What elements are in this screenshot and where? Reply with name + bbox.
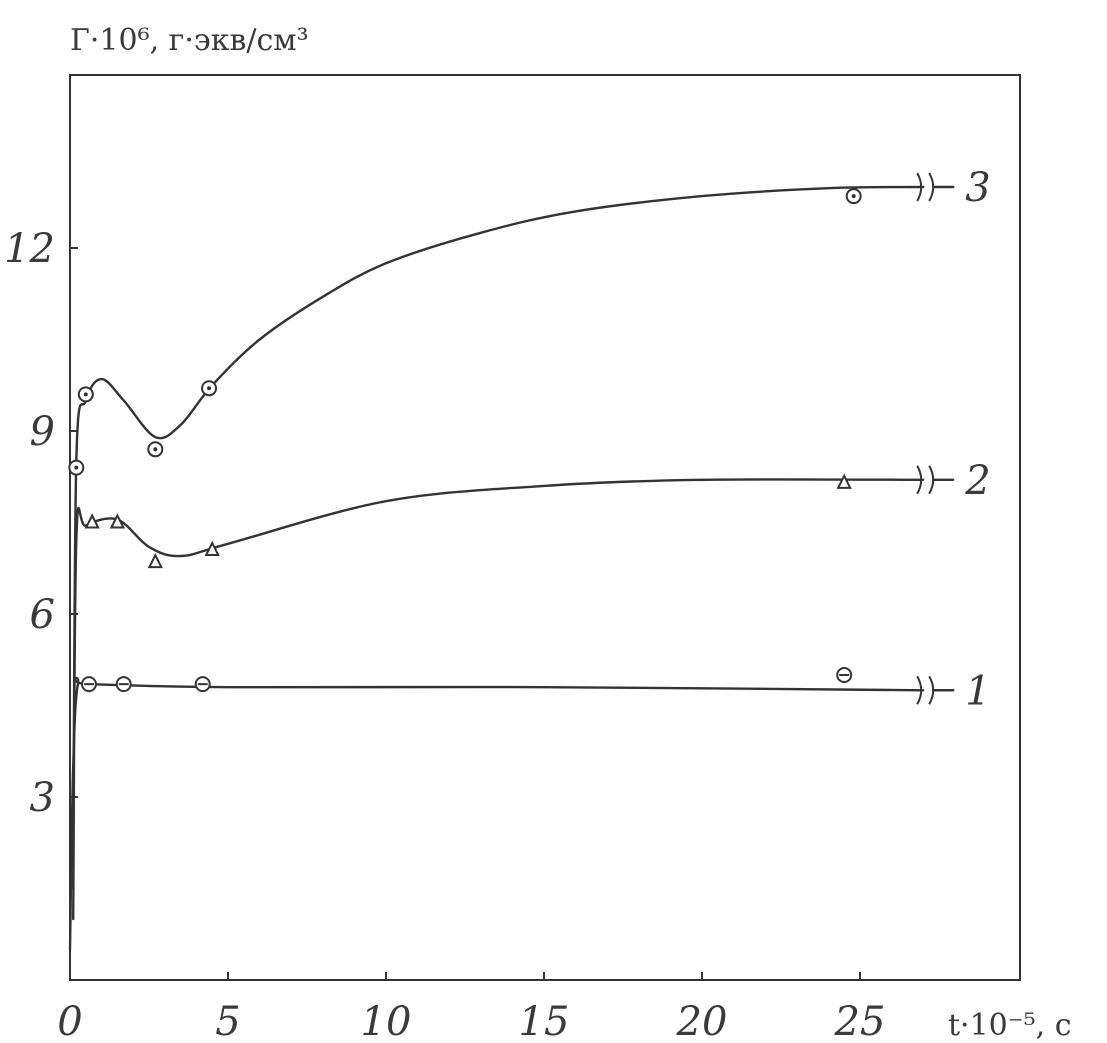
- series-2-point-3: [147, 552, 163, 569]
- axis-ticks: 0 5 10 15 20 25 3 6 9 12: [4, 226, 885, 1043]
- series-1-point-4: [836, 667, 853, 683]
- series-3-break-mark-a: [916, 172, 923, 202]
- x-axis-title: t·10⁻⁵, с: [948, 1008, 1072, 1043]
- series-3-point-5: [845, 188, 862, 205]
- series-2-point-1: [84, 513, 100, 529]
- plot-frame: [69, 74, 1021, 981]
- series-2-label: 2: [964, 458, 990, 504]
- series-2-point-5: [836, 473, 852, 489]
- series-3-point-5-dot: [851, 194, 856, 199]
- series-1-break-mark-a: [916, 675, 923, 705]
- series-labels: 1 2 3: [964, 165, 990, 714]
- y-axis-title: Г·10⁶, г·экв/см³: [70, 23, 309, 58]
- y-tick-label-3: 3: [30, 775, 55, 821]
- series-3-point-3-dot: [153, 447, 158, 452]
- x-tick-label-15: 15: [519, 999, 570, 1043]
- x-tick-label-20: 20: [676, 999, 728, 1043]
- series-3-point-1-dot: [74, 465, 79, 470]
- series-curves: [68, 172, 955, 951]
- x-tick-label-5: 5: [215, 999, 240, 1043]
- series-markers: [68, 188, 862, 693]
- series-2-curve: [72, 478, 925, 921]
- series-3-point-4-dot: [207, 386, 212, 391]
- series-3-point-2: [77, 386, 94, 403]
- series-3-point-3: [147, 441, 164, 458]
- series-3-point-2-dot: [83, 392, 88, 397]
- series-2-point-2: [109, 513, 126, 529]
- y-tick-label-9: 9: [30, 409, 55, 455]
- series-1-point-1: [80, 676, 97, 693]
- y-tick-label-6: 6: [30, 592, 55, 638]
- series-1-point-3: [194, 676, 211, 693]
- series-2-break-mark-a: [916, 465, 923, 495]
- series-3-label: 3: [965, 165, 990, 211]
- series-1-curve: [68, 676, 925, 951]
- series-3-point-4: [201, 380, 218, 397]
- series-2-point-4: [204, 540, 220, 556]
- series-1-point-2: [115, 676, 132, 693]
- y-tick-label-12: 12: [4, 226, 55, 272]
- series-3-point-1: [68, 459, 85, 476]
- x-tick-label-25: 25: [834, 999, 886, 1043]
- series-3-curve: [72, 185, 925, 890]
- series-1-label: 1: [965, 668, 990, 714]
- x-tick-label-10: 10: [361, 999, 412, 1043]
- x-tick-label-0: 0: [57, 999, 82, 1043]
